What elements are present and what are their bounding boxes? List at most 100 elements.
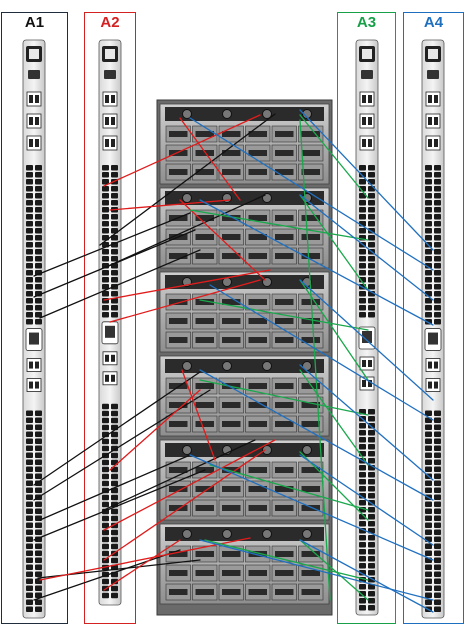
drive-grille (196, 383, 215, 389)
pdu-outlet (434, 284, 441, 290)
pdu-mid-screen (428, 333, 438, 345)
drive-grille (249, 589, 268, 595)
pdu-outlet (434, 467, 441, 473)
pdu-outlet (102, 165, 109, 171)
drive-grille (249, 383, 268, 389)
pdu-outlet (368, 193, 375, 199)
pdu-display-screen (105, 49, 115, 59)
pdu-outlet (425, 600, 432, 606)
pdu-outlet (359, 263, 366, 269)
pdu-outlet (102, 312, 109, 318)
pdu-outlet (26, 284, 33, 290)
pdu-outlet (368, 458, 375, 464)
pdu-outlet (368, 556, 375, 562)
pdu-outlet (434, 221, 441, 227)
pdu-outlet (368, 507, 375, 513)
pdu-mid-screen (29, 333, 39, 345)
pdu-breaker-switch (35, 95, 39, 103)
pdu-outlet (368, 570, 375, 576)
pdu-outlet (425, 509, 432, 515)
pdu-outlet (35, 319, 42, 325)
pdu-outlet (111, 439, 118, 445)
pdu-outlet (111, 249, 118, 255)
pdu-outlet (26, 523, 33, 529)
pdu-outlet (26, 565, 33, 571)
pdu-outlet (368, 235, 375, 241)
drive-grille (169, 318, 188, 324)
drive-grille (169, 570, 188, 576)
pdu-outlet (26, 221, 33, 227)
pdu-outlet (425, 221, 432, 227)
pdu-outlet (425, 235, 432, 241)
pdu-outlet (111, 481, 118, 487)
drive-grille (302, 589, 321, 595)
psu-fan (183, 530, 192, 539)
pdu-outlet (26, 200, 33, 206)
pdu-outlet (26, 558, 33, 564)
pdu-outlet (111, 172, 118, 178)
pdu-outlet (102, 249, 109, 255)
pdu-outlet (102, 446, 109, 452)
pdu-outlet (359, 500, 366, 506)
pdu-outlet (368, 549, 375, 555)
pdu-outlet (26, 263, 33, 269)
pdu-port (28, 70, 40, 79)
drive-grille (249, 150, 268, 156)
pdu-strip-a1 (23, 40, 45, 618)
pdu-outlet (26, 460, 33, 466)
pdu-outlet (111, 586, 118, 592)
pdu-outlet (111, 544, 118, 550)
pdu-outlet (425, 284, 432, 290)
pdu-breaker-switch (29, 95, 33, 103)
pdu-outlet (359, 605, 366, 611)
drive-grille (222, 551, 241, 557)
pdu-outlet (434, 516, 441, 522)
pdu-outlet (111, 558, 118, 564)
pdu-outlet (26, 207, 33, 213)
drive-grille (275, 505, 294, 511)
pdu-outlet (26, 509, 33, 515)
pdu-outlet (434, 291, 441, 297)
pdu-outlet (368, 172, 375, 178)
pdu-outlet (359, 249, 366, 255)
pdu-outlet (26, 305, 33, 311)
pdu-outlet (359, 479, 366, 485)
drive-grille (222, 421, 241, 427)
pdu-outlet (102, 474, 109, 480)
pdu-outlet (102, 551, 109, 557)
pdu-outlet (434, 586, 441, 592)
pdu-outlet (111, 404, 118, 410)
drive-grille (249, 467, 268, 473)
pdu-breaker-switch (428, 117, 432, 125)
pdu-outlet (102, 214, 109, 220)
pdu-outlet (425, 453, 432, 459)
drive-grille (169, 337, 188, 343)
pdu-outlet (434, 277, 441, 283)
pdu-outlet (111, 312, 118, 318)
pdu-outlet (35, 242, 42, 248)
pdu-outlet (425, 228, 432, 234)
pdu-outlet (368, 521, 375, 527)
drive-grille (222, 169, 241, 175)
pdu-outlet (359, 584, 366, 590)
pdu-breaker-switch (428, 139, 432, 147)
pdu-outlet (26, 242, 33, 248)
pdu-outlet (359, 165, 366, 171)
pdu-outlet (359, 200, 366, 206)
pdu-outlet (26, 214, 33, 220)
pdu-outlet (359, 270, 366, 276)
drive-grille (196, 337, 215, 343)
drive-grille (249, 505, 268, 511)
drive-grille (275, 318, 294, 324)
pdu-outlet (359, 465, 366, 471)
pdu-outlet (26, 579, 33, 585)
drive-grille (196, 318, 215, 324)
pdu-outlet (434, 439, 441, 445)
drive-grille (275, 467, 294, 473)
drive-grille (169, 131, 188, 137)
pdu-outlet (111, 516, 118, 522)
pdu-breaker-switch (35, 139, 39, 147)
pdu-breaker-switch (111, 375, 115, 382)
pdu-breaker-switch (434, 382, 438, 389)
pdu-breaker-switch (362, 95, 366, 103)
